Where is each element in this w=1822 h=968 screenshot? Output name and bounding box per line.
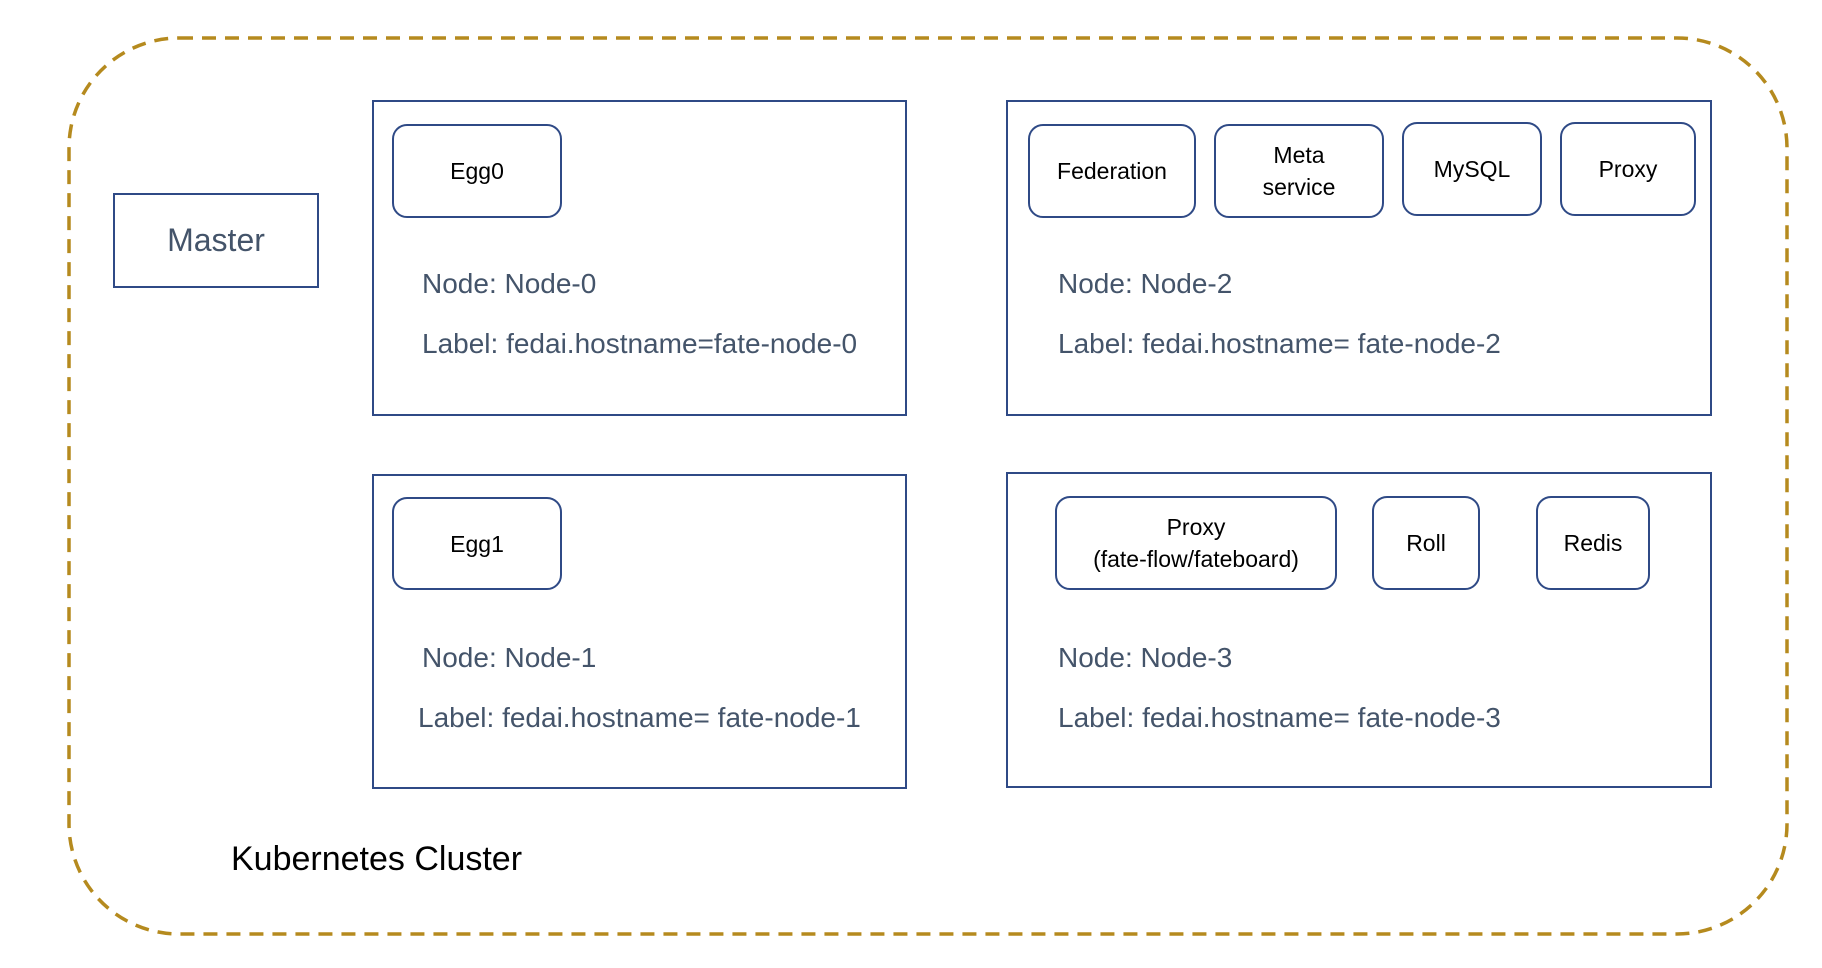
mysql-component: MySQL	[1402, 122, 1542, 216]
proxy-fate-flow-component: Proxy (fate-flow/fateboard)	[1055, 496, 1337, 590]
roll-component: Roll	[1372, 496, 1480, 590]
kubernetes-cluster-label: Kubernetes Cluster	[231, 840, 523, 878]
node-3-name: Node: Node-3	[1058, 642, 1233, 673]
proxy-component: Proxy	[1560, 122, 1696, 216]
node-0-name: Node: Node-0	[422, 268, 597, 299]
node-0-box	[372, 100, 907, 416]
node-1-name: Node: Node-1	[422, 642, 597, 673]
node-0-label: Label: fedai.hostname=fate-node-0	[422, 328, 858, 359]
node-1-label: Label: fedai.hostname= fate-node-1	[418, 702, 861, 733]
federation-component: Federation	[1028, 124, 1196, 218]
master-label: Master	[167, 222, 265, 258]
egg0-component: Egg0	[392, 124, 562, 218]
node-2-label: Label: fedai.hostname= fate-node-2	[1058, 328, 1501, 359]
node-1-box	[372, 474, 907, 789]
meta-service-component: Meta service	[1214, 124, 1384, 218]
master-node: Master	[113, 193, 319, 288]
node-3-box	[1006, 472, 1712, 788]
node-3-label: Label: fedai.hostname= fate-node-3	[1058, 702, 1501, 733]
node-2-name: Node: Node-2	[1058, 268, 1233, 299]
redis-component: Redis	[1536, 496, 1650, 590]
egg1-component: Egg1	[392, 497, 562, 590]
node-2-box	[1006, 100, 1712, 416]
